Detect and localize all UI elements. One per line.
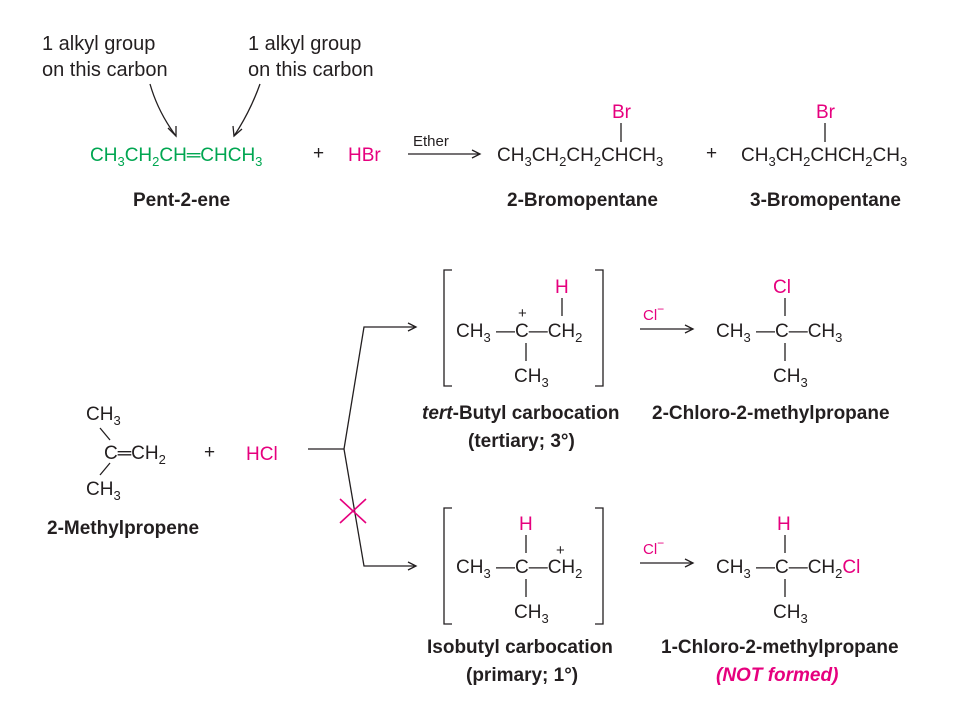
upper-carbocation-class: (tertiary; 3°) — [468, 431, 575, 452]
branch-upper-arrow — [343, 326, 416, 450]
annotation-left-arrow — [149, 83, 177, 137]
reactant1-name: Pent-2-ene — [133, 190, 230, 211]
reaction1-products-plus: + — [706, 143, 717, 164]
reagent-hcl: HCl — [246, 444, 278, 465]
upper-bracket-left — [443, 269, 452, 387]
upper-carbocation-formula: CH3 —C—CH2 — [456, 321, 582, 345]
upper-carbocation-charge: + — [518, 305, 527, 322]
blocked-path-x-2 — [339, 498, 367, 524]
reaction2-plus: + — [204, 442, 215, 463]
methylpropene-ch3-bottom: CH3 — [86, 479, 121, 503]
upper-product-ch3: CH3 — [773, 366, 808, 390]
upper-carbocation-ch3: CH3 — [514, 366, 549, 390]
annotation-left-line1: 1 alkyl group — [42, 33, 155, 55]
upper-chloride-ion: Cl− — [643, 302, 664, 324]
lower-carbocation-class: (primary; 1°) — [466, 665, 578, 686]
branch-upper-arrowhead — [407, 322, 418, 332]
lower-chloride-arrowhead — [684, 558, 695, 568]
reaction1-plus: + — [313, 143, 324, 164]
annotation-right-arrowhead — [232, 125, 243, 138]
branch-lower-arrowhead — [407, 561, 418, 571]
upper-product-name: 2-Chloro-2-methylpropane — [652, 403, 890, 424]
reagent-hbr: HBr — [348, 145, 381, 166]
product1-formula: CH3CH2CH2CHCH3 — [497, 145, 663, 169]
upper-product-formula: CH3 —C—CH3 — [716, 321, 842, 345]
upper-bracket-right — [595, 269, 604, 387]
lower-carbocation-h: H — [519, 514, 533, 535]
lower-product-name: 1-Chloro-2-methylpropane — [661, 637, 899, 658]
annotation-right-line1: 1 alkyl group — [248, 33, 361, 55]
lower-chloride-ion: Cl− — [643, 536, 664, 558]
product2-name: 3-Bromopentane — [750, 190, 901, 211]
methylpropene-ch3-top: CH3 — [86, 404, 121, 428]
annotation-left-arrowhead — [167, 126, 177, 138]
lower-bracket-left — [443, 507, 452, 625]
lower-carbocation-charge: + — [556, 542, 565, 559]
conditions-ether: Ether — [413, 133, 449, 150]
annotation-right-arrow — [233, 83, 261, 137]
lower-product-h: H — [777, 514, 791, 535]
product1-br: Br — [612, 102, 632, 123]
product2-br: Br — [816, 102, 836, 123]
reactant2-name: 2-Methylpropene — [47, 518, 199, 539]
lower-product-not-formed: (NOT formed) — [716, 665, 838, 686]
annotation-right-line2: on this carbon — [248, 59, 374, 81]
pent-2-ene-formula: CH3CH2CH═CHCH3 — [90, 145, 262, 169]
lower-carbocation-formula: CH3 —C—CH2 — [456, 557, 582, 581]
branch-lower-arrow — [343, 448, 416, 567]
product1-name: 2-Bromopentane — [507, 190, 658, 211]
lower-product-formula: CH3 —C—CH2Cl — [716, 557, 860, 581]
upper-carbocation-h: H — [555, 277, 569, 298]
lower-carbocation-name: Isobutyl carbocation — [427, 637, 613, 658]
upper-product-cl: Cl — [773, 277, 791, 298]
methylpropene-bond-top — [99, 427, 111, 441]
methylpropene-bond-bottom — [99, 462, 111, 476]
reaction1-arrowhead — [471, 149, 482, 159]
lower-product-ch3: CH3 — [773, 602, 808, 626]
product2-formula: CH3CH2CHCH2CH3 — [741, 145, 907, 169]
lower-bracket-right — [595, 507, 604, 625]
lower-carbocation-ch3: CH3 — [514, 602, 549, 626]
methylpropene-c-eq-ch2: C═CH2 — [104, 443, 166, 467]
annotation-left-line2: on this carbon — [42, 59, 168, 81]
upper-carbocation-name: tert-Butyl carbocation — [422, 403, 619, 424]
upper-chloride-arrowhead — [684, 324, 695, 334]
